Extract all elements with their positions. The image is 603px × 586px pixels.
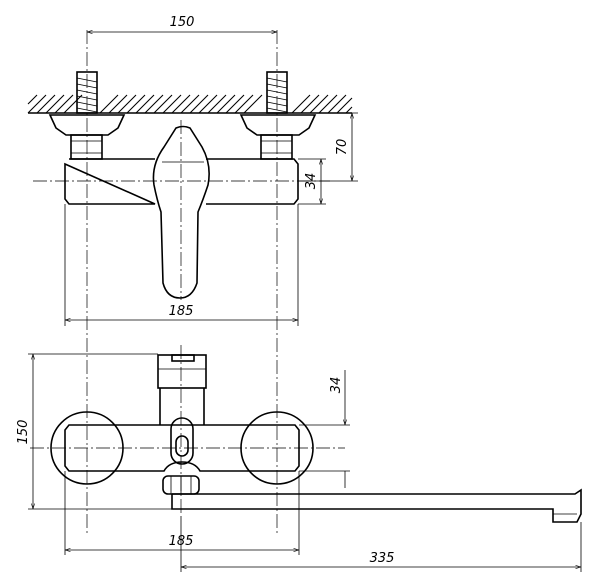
lever-handle-front (170, 417, 194, 465)
right-escutcheon (239, 114, 317, 136)
mixer-body-top (64, 158, 299, 205)
dim-top-34: 34 (304, 173, 319, 190)
dim-top-150: 150 (170, 15, 195, 30)
left-escutcheon (48, 114, 126, 136)
dim-front-150: 150 (16, 420, 31, 445)
front-view: 150 34 185 335 (16, 345, 582, 572)
spout (171, 488, 582, 523)
dim-top-185: 185 (169, 304, 194, 319)
right-nut (260, 134, 293, 160)
lever-handle-top (152, 125, 210, 299)
left-nut (70, 134, 103, 160)
top-view: 150 70 34 185 (27, 15, 358, 535)
dim-top-70: 70 (335, 139, 350, 156)
dim-front-335: 335 (370, 551, 395, 566)
diverter-top (157, 354, 207, 389)
dim-front-34: 34 (329, 377, 344, 394)
mixer-body-front (64, 424, 300, 472)
